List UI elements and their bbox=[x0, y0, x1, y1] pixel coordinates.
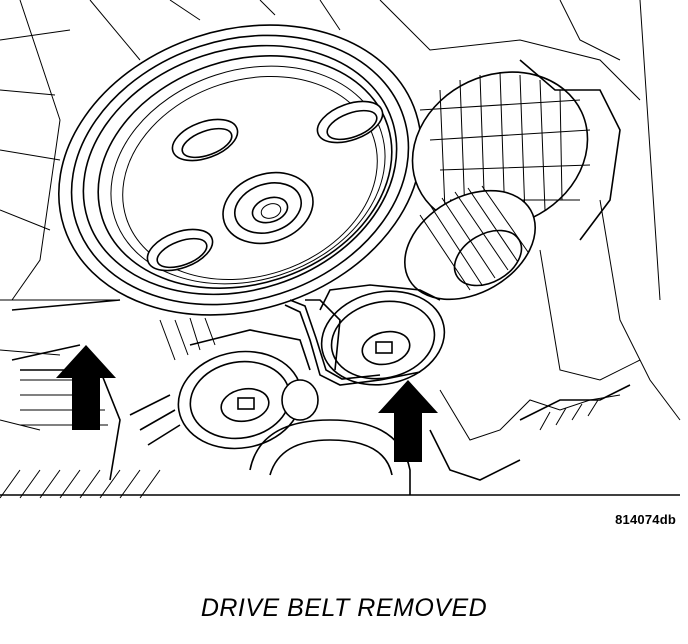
figure-id-label: 814074db bbox=[615, 512, 676, 527]
alternator bbox=[404, 59, 621, 301]
arrow-up-icon bbox=[378, 380, 438, 462]
belt-routing bbox=[129, 299, 421, 446]
engine-drive-illustration bbox=[0, 0, 681, 499]
idler-pulley bbox=[159, 317, 319, 450]
lower-housing bbox=[0, 369, 680, 499]
figure-caption: DRIVE BELT REMOVED bbox=[200, 594, 488, 622]
arrow-up-icon bbox=[56, 345, 116, 430]
crankshaft-pulley bbox=[58, 24, 422, 316]
tensioner-pulley bbox=[305, 284, 446, 386]
